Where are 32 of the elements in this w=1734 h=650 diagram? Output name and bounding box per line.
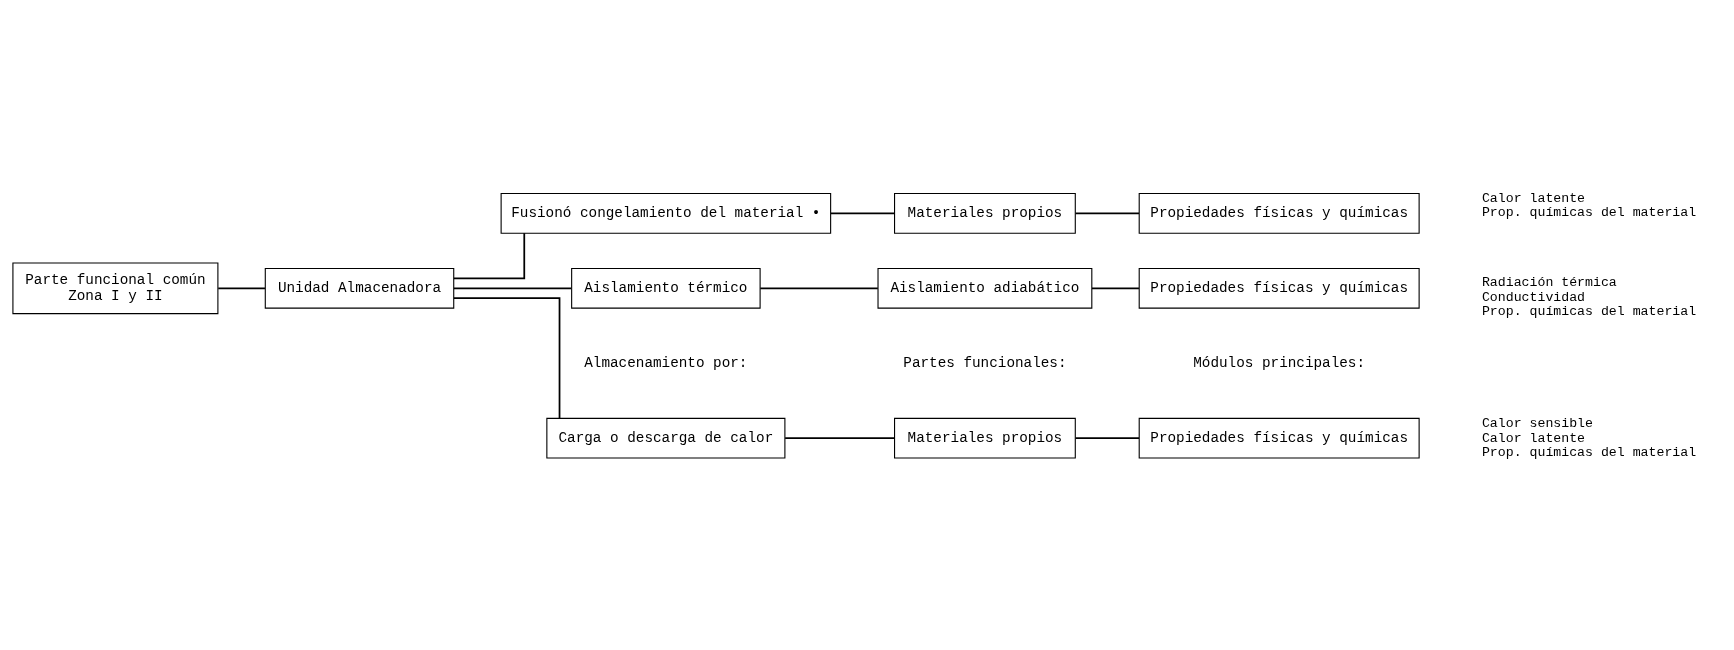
node-box: Fusionó congelamiento del material • xyxy=(500,192,832,234)
connector xyxy=(830,212,896,214)
node-label: Calor sensible xyxy=(1481,415,1593,431)
node-box: Materiales propios xyxy=(894,192,1076,234)
node-label: Prop. químicas del material xyxy=(1481,303,1697,319)
connector xyxy=(1074,212,1140,214)
node-box: Propiedades físicas y químicas xyxy=(1138,192,1420,234)
label: Partes funcionales: xyxy=(903,354,1067,371)
connector xyxy=(453,286,573,289)
connector xyxy=(453,231,526,279)
node-label: Prop. químicas del material xyxy=(1481,204,1697,220)
connector xyxy=(1074,436,1140,439)
label: Módulos principales: xyxy=(1193,354,1366,371)
connector xyxy=(453,296,561,419)
label: Almacenamiento por: xyxy=(584,354,748,371)
connector xyxy=(784,436,896,439)
node-box: Carga o descarga de calor xyxy=(546,417,786,459)
node-label: Calor latente xyxy=(1481,430,1586,446)
node-box: Parte funcional común Zona I y II xyxy=(12,261,219,314)
node-box: Propiedades físicas y químicas xyxy=(1138,417,1420,459)
node-box: Unidad Almacenadora xyxy=(264,267,455,309)
node-label: Radiación térmica xyxy=(1481,274,1617,290)
node-label: Prop. químicas del material xyxy=(1481,444,1697,460)
node-box: Propiedades físicas y químicas xyxy=(1138,267,1420,309)
node-box: Materiales propios xyxy=(894,417,1076,459)
connector xyxy=(759,286,879,289)
node-box: Aislamiento térmico xyxy=(571,267,761,309)
node-label: Conductividad xyxy=(1481,289,1586,305)
connector xyxy=(1091,286,1140,289)
node-box: Aislamiento adiabático xyxy=(877,267,1093,309)
node-label: Calor latente xyxy=(1481,190,1586,206)
connector xyxy=(217,286,266,289)
